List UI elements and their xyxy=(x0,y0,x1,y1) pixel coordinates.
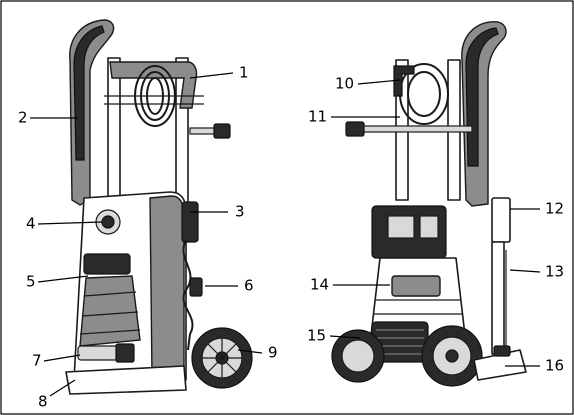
front-outlet-nut xyxy=(115,343,135,363)
back-storage-slot xyxy=(419,215,439,239)
front-reel-bracket xyxy=(104,95,204,105)
back-storage-window xyxy=(387,215,415,239)
callout-number-3: 3 xyxy=(235,203,245,221)
front-base-foot xyxy=(65,365,187,395)
callout-number-2: 2 xyxy=(18,109,28,127)
callout-number-13: 13 xyxy=(545,263,564,281)
back-accessory-holder xyxy=(491,197,511,243)
back-water-inlet xyxy=(391,275,441,297)
back-right-wheel-hub xyxy=(445,349,459,363)
back-lance xyxy=(359,125,473,133)
callout-number-16: 16 xyxy=(545,357,564,375)
front-cord-hook xyxy=(181,201,199,243)
callout-number-14: 14 xyxy=(310,276,329,294)
callout-leader-9 xyxy=(237,349,263,354)
back-body-ribs xyxy=(374,299,462,315)
front-handle-grip xyxy=(73,25,105,161)
callout-leader-15 xyxy=(329,335,361,339)
back-view xyxy=(331,21,527,387)
callout-number-12: 12 xyxy=(545,200,564,218)
back-reel-crank xyxy=(393,65,415,97)
back-foot-pad xyxy=(493,345,511,357)
callout-leader-7 xyxy=(43,354,81,362)
callout-leader-5 xyxy=(37,275,89,283)
front-lance-nozzle xyxy=(213,123,231,139)
back-left-wheel-rim xyxy=(341,339,375,373)
callout-number-5: 5 xyxy=(26,273,36,291)
front-wheel-spokes xyxy=(202,338,242,378)
back-grille-slats xyxy=(376,329,424,355)
front-power-switch-knob xyxy=(101,215,115,229)
back-lance-nozzle xyxy=(345,121,365,137)
back-handle-grip xyxy=(465,27,499,167)
front-power-cable xyxy=(182,239,194,351)
callout-number-4: 4 xyxy=(26,215,36,233)
front-reel-frame-left xyxy=(107,57,121,209)
callout-leader-4 xyxy=(37,221,103,225)
back-hose-reel-coil-inner xyxy=(407,71,441,117)
callout-number-11: 11 xyxy=(308,108,327,126)
front-reel-crank xyxy=(109,61,198,109)
callout-number-15: 15 xyxy=(307,327,326,345)
front-body-side-panel xyxy=(149,195,185,377)
back-frame-tube xyxy=(491,241,505,355)
front-detergent-tank xyxy=(79,275,141,347)
callout-leader-1 xyxy=(189,72,234,79)
front-view xyxy=(65,19,253,395)
callout-number-8: 8 xyxy=(38,393,48,411)
front-tank-ribs xyxy=(79,291,141,335)
callout-leader-13 xyxy=(509,269,541,273)
callout-leader-10 xyxy=(357,79,401,85)
front-gun-holder xyxy=(83,253,131,275)
callout-number-7: 7 xyxy=(32,352,42,370)
callout-number-10: 10 xyxy=(335,75,354,93)
callout-number-9: 9 xyxy=(268,344,278,362)
callout-number-1: 1 xyxy=(239,64,249,82)
callout-leader-8 xyxy=(49,379,76,397)
callout-number-6: 6 xyxy=(244,277,254,295)
front-cable-clip xyxy=(189,277,203,297)
front-lance xyxy=(189,127,217,135)
